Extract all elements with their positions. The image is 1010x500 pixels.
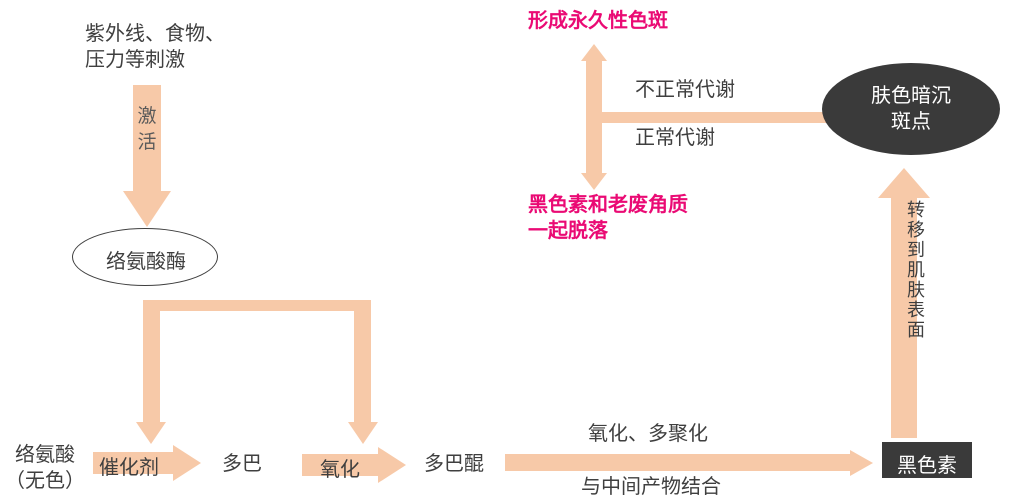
- dopaquinone-label: 多巴醌: [424, 453, 484, 475]
- normal-metabolism-label: 正常代谢: [635, 127, 715, 149]
- oxidize-arrow-head: [378, 447, 406, 483]
- activate-arrow-icon: [123, 85, 171, 227]
- melanin-arrow-head: [850, 450, 873, 476]
- split-bracket-arrow-icon: [136, 300, 378, 452]
- catalyst-arrow-icon: 催化剂: [93, 445, 201, 481]
- oxidize-arrow-icon: 氧化: [302, 447, 406, 483]
- bracket-left-arm: [143, 300, 160, 424]
- stimuli-label: 紫外线、食物、 压力等刺激: [85, 23, 225, 71]
- dopa-label: 多巴: [222, 453, 262, 475]
- oxidize-label: 氧化: [320, 459, 360, 481]
- tyrosinase-label: 络氨酸酶: [106, 251, 186, 273]
- transfer-arrow-icon: [878, 168, 930, 438]
- bracket-right-arm: [354, 300, 371, 424]
- transfer-arrow-head: [878, 168, 930, 198]
- transfer-to-skin-label: 转移到肌肤表面: [905, 200, 925, 340]
- transfer-arrow-shaft: [891, 196, 917, 438]
- dull-skin-spots-label: 肤色暗沉 斑点: [871, 85, 951, 133]
- metabolism-double-arrow-icon: [581, 44, 607, 190]
- catalyst-label: 催化剂: [99, 457, 159, 479]
- dull-skin-spots-node: 肤色暗沉 斑点: [822, 63, 1000, 155]
- melanin-label: 黑色素: [897, 455, 957, 477]
- combine-intermediate-label: 与中间产物结合: [581, 476, 721, 498]
- permanent-spots-label: 形成永久性色斑: [528, 10, 668, 32]
- metabolism-arrow-head-up: [581, 44, 607, 61]
- catalyst-arrow-head: [173, 445, 201, 481]
- melanin-arrow-body: [505, 454, 850, 471]
- tyrosinase-node: 络氨酸酶: [72, 228, 218, 286]
- metabolism-arrow-shaft: [586, 59, 602, 175]
- oxidize-polymerize-label: 氧化、多聚化: [588, 423, 708, 445]
- abnormal-metabolism-label: 不正常代谢: [635, 79, 735, 101]
- activate-arrow-shaft: [133, 85, 161, 193]
- activate-arrow-head: [123, 191, 171, 227]
- catalyst-arrow-body: [93, 452, 173, 474]
- tyrosine-label: 络氨酸 （无色）: [5, 444, 85, 492]
- melanin-formation-arrow-icon: [505, 450, 873, 476]
- melanin-node: 黑色素: [882, 442, 972, 478]
- bracket-top-bar: [143, 300, 371, 311]
- activate-label: 激 活: [137, 106, 157, 153]
- oxidize-arrow-body: [302, 454, 378, 476]
- metabolism-arrow-head-down: [581, 173, 607, 190]
- bracket-right-arrow-head: [348, 422, 378, 444]
- metabolism-connector-bar: [598, 112, 860, 123]
- shed-with-keratin-label: 黑色素和老废角质 一起脱落: [528, 194, 688, 242]
- bracket-left-arrow-head: [136, 422, 166, 444]
